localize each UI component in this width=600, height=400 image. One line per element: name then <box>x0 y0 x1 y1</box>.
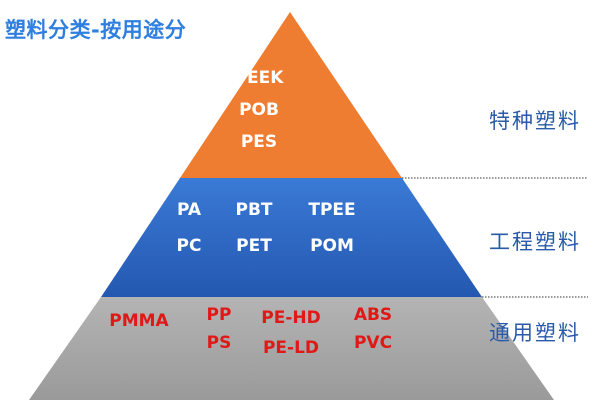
tier-engineering-item-pbt: PBT <box>235 200 273 220</box>
tier-engineering-band <box>101 178 482 297</box>
tier-general-item-pp: PP <box>206 305 232 325</box>
tier-engineering-item-pom: POM <box>310 236 354 256</box>
tier-engineering-item-pa: PA <box>176 200 202 220</box>
tier-special-item-peek: PEEK <box>234 68 284 88</box>
tier-general-item-pe-ld: PE-LD <box>262 338 320 358</box>
tier-general-item-pmma: PMMA <box>109 311 169 331</box>
tier-engineering-name: 工程塑料 <box>489 230 581 254</box>
tier-engineering-item-tpee: TPEE <box>308 200 356 220</box>
tier-engineering-item-pet: PET <box>236 236 272 256</box>
page-title: 塑料分类-按用途分 <box>5 18 187 42</box>
tier-special-item-pob: POB <box>239 100 279 120</box>
tier-general-item-ps: PS <box>206 333 232 353</box>
tier-special-name: 特种塑料 <box>489 109 581 133</box>
tier-special-item-pes: PES <box>240 132 278 152</box>
tier-general-name: 通用塑料 <box>489 321 581 345</box>
tier-general-band <box>29 297 554 400</box>
tier-general-item-pvc: PVC <box>353 333 393 353</box>
tier-engineering-item-pc: PC <box>176 236 202 256</box>
tier-special-band <box>180 12 402 178</box>
tier-general-item-abs: ABS <box>353 305 393 325</box>
tier-general-item-pe-hd: PE-HD <box>261 308 321 328</box>
